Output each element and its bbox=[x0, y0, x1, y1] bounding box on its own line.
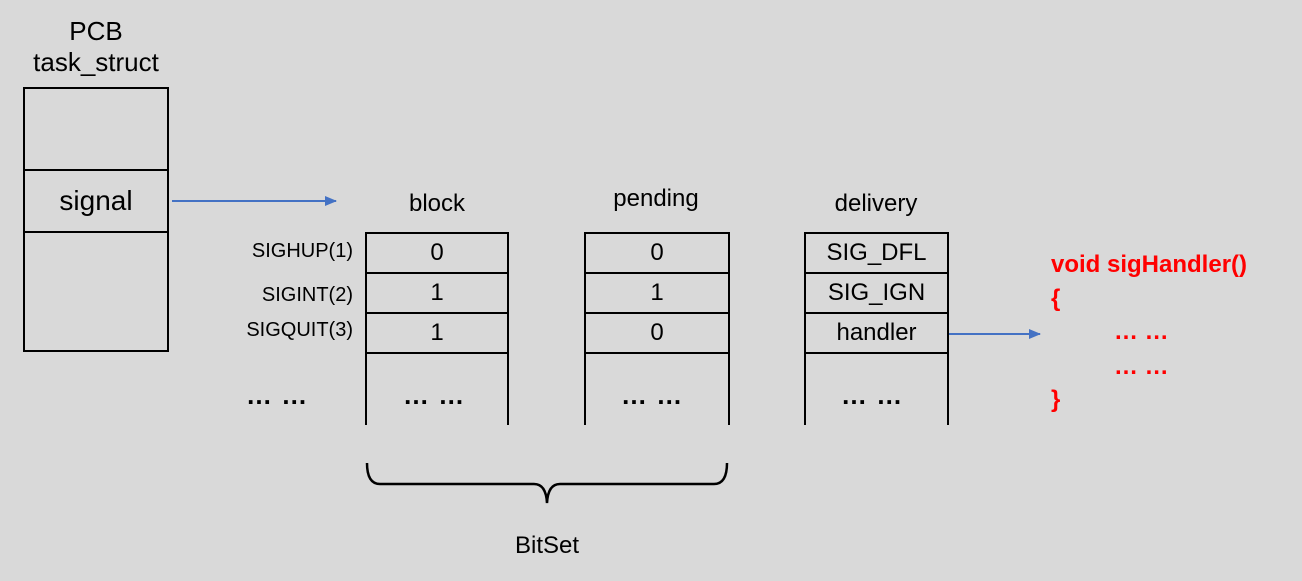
delivery-cell-sighup: SIG_DFL bbox=[804, 232, 949, 274]
pcb-box: signal bbox=[23, 87, 169, 352]
bitset-label: BitSet bbox=[514, 532, 580, 559]
pcb-title-line1: PCB bbox=[69, 16, 123, 46]
block-cell-sigquit: 1 bbox=[365, 312, 509, 354]
pcb-title-line2: task_struct bbox=[33, 47, 159, 77]
pending-cell-sigquit: 0 bbox=[584, 312, 730, 354]
handler-signature: void sigHandler() bbox=[1051, 251, 1248, 278]
handler-close-brace: } bbox=[1051, 386, 1061, 413]
pending-title: pending bbox=[613, 185, 699, 212]
signal-label-sigquit: SIGQUIT(3) bbox=[246, 319, 353, 341]
block-cell-sigint: 1 bbox=[365, 272, 509, 314]
signal-label-sigint: SIGINT(2) bbox=[261, 284, 353, 306]
bitset-brace bbox=[365, 462, 729, 504]
block-title: block bbox=[408, 190, 466, 217]
pending-more: … … bbox=[621, 380, 684, 410]
block-column-open bbox=[365, 352, 509, 425]
delivery-more: … … bbox=[841, 380, 904, 410]
delivery-cell-sigint: SIG_IGN bbox=[804, 272, 949, 314]
signal-label-sighup: SIGHUP(1) bbox=[251, 240, 353, 262]
block-more: … … bbox=[403, 380, 466, 410]
delivery-title: delivery bbox=[834, 190, 918, 217]
pending-cell-sighup: 0 bbox=[584, 232, 730, 274]
pcb-divider-top bbox=[25, 169, 167, 171]
delivery-column-open bbox=[804, 352, 949, 425]
handler-open-brace: { bbox=[1051, 285, 1061, 312]
block-cell-sighup: 0 bbox=[365, 232, 509, 274]
pcb-title: PCB task_struct bbox=[10, 16, 182, 78]
pending-column-open bbox=[584, 352, 730, 425]
handler-body-line1: … … bbox=[1114, 318, 1169, 345]
pcb-divider-bottom bbox=[25, 231, 167, 233]
signal-label-more: … … bbox=[246, 380, 309, 410]
pcb-signal-field: signal bbox=[59, 185, 133, 216]
pending-cell-sigint: 1 bbox=[584, 272, 730, 314]
handler-body-line2: … … bbox=[1114, 353, 1169, 380]
delivery-cell-sigquit: handler bbox=[804, 312, 949, 354]
